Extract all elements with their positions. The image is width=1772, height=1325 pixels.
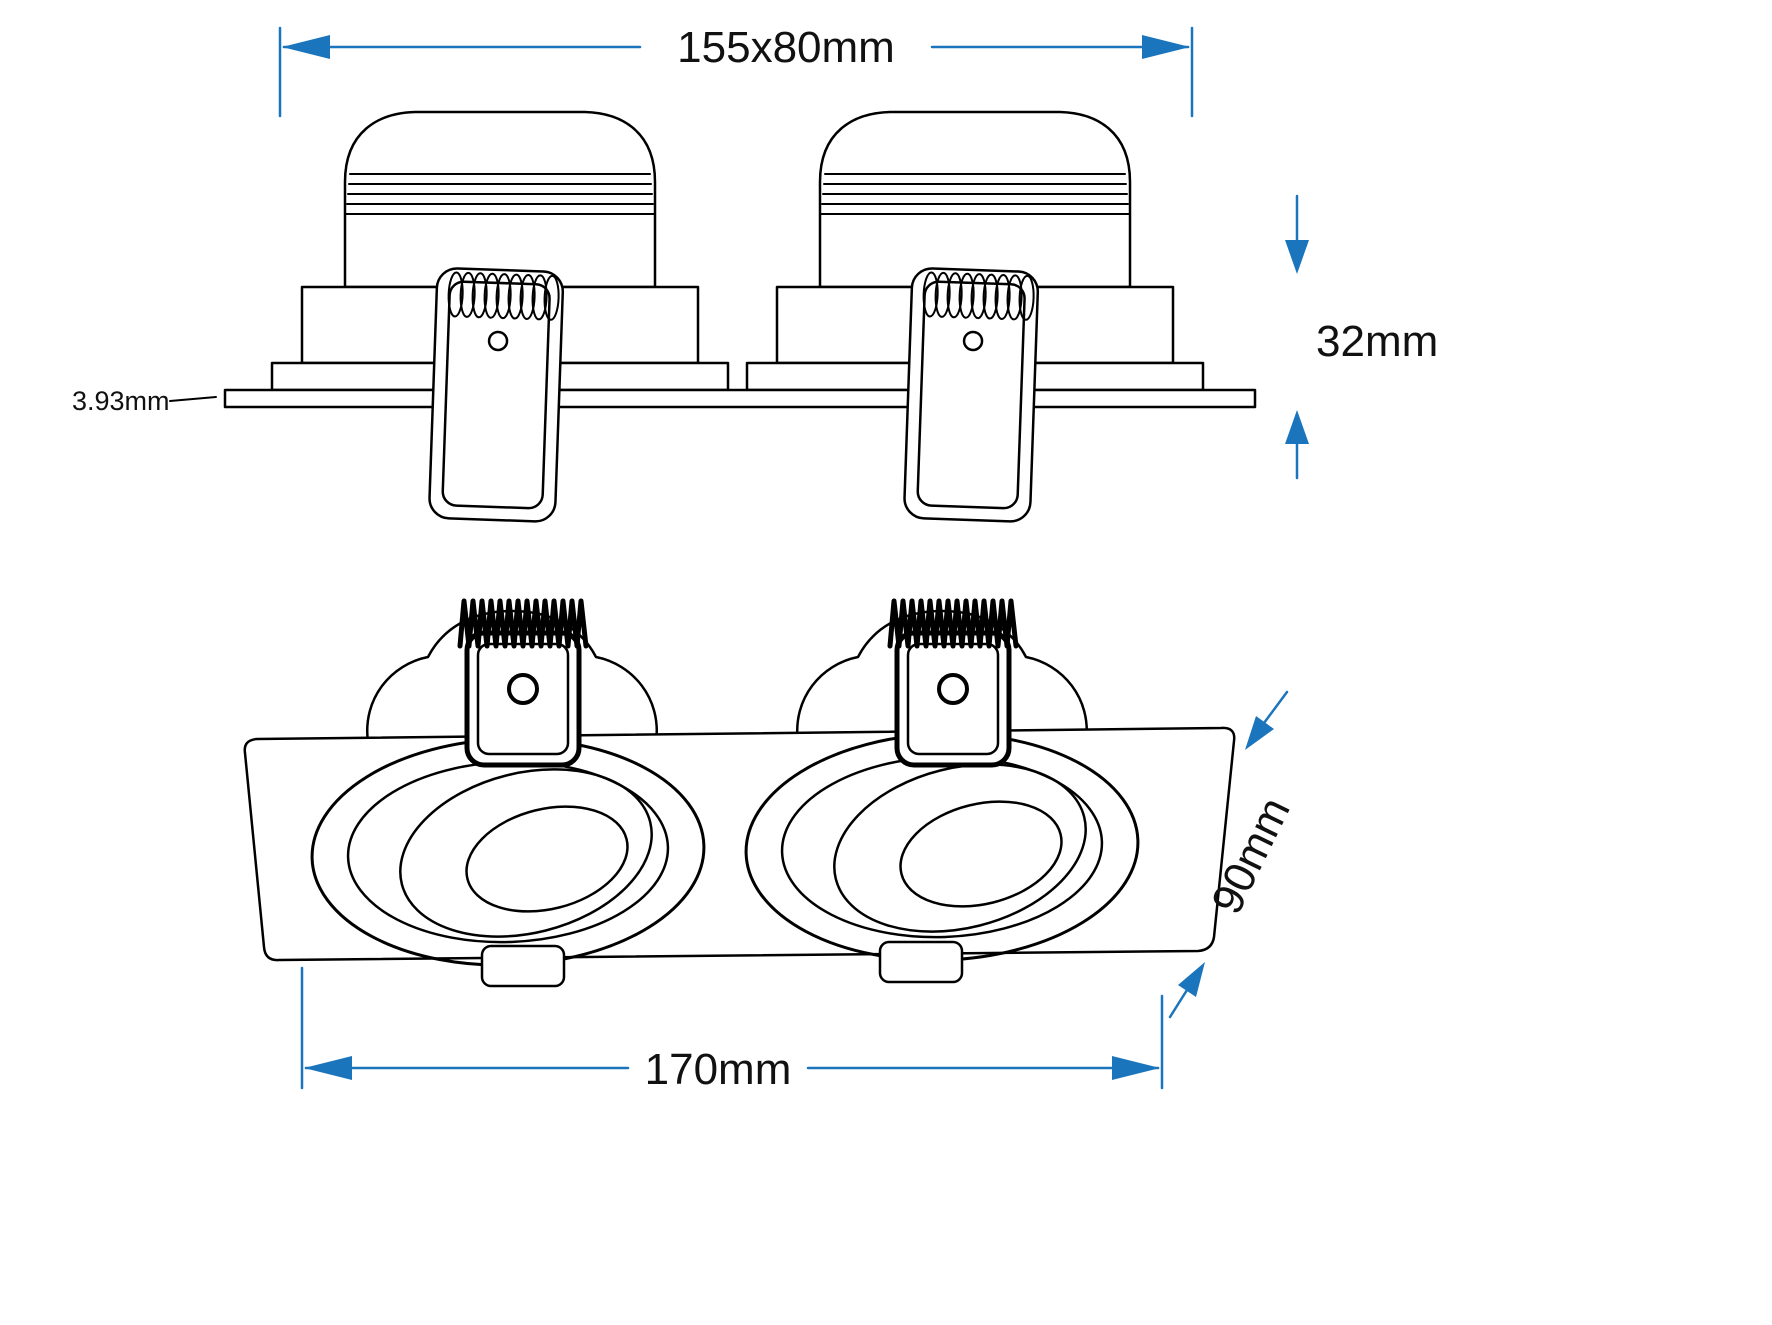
- spring-clip-plan-right: [890, 601, 1016, 765]
- dimension-plate-thickness: 3.93mm: [72, 386, 217, 416]
- spring-clip-side-right: [902, 266, 1040, 524]
- dimension-label-plate-thickness: 3.93mm: [72, 386, 170, 416]
- arrowhead-upper: [1245, 716, 1274, 750]
- connector-tab: [480, 944, 566, 988]
- plan-view: [243, 598, 1236, 988]
- arrowhead-down: [1285, 240, 1309, 274]
- dimension-cutout: 155x80mm: [278, 23, 1194, 118]
- side-view: [223, 110, 1257, 524]
- lens: [465, 805, 629, 913]
- clip-screw-hole: [487, 330, 509, 352]
- gimbal-ring: [399, 768, 653, 938]
- dimension-label-height: 32mm: [1316, 317, 1438, 366]
- spring-coil-plan: [457, 598, 589, 649]
- arrowhead-right: [1142, 35, 1190, 59]
- clip-strap-inner: [441, 280, 551, 510]
- mounting-plate: [223, 388, 1257, 409]
- clip-strap-plan-outer: [464, 630, 582, 768]
- dimension-height: 32mm: [1285, 194, 1438, 480]
- arrowhead-up: [1285, 410, 1309, 444]
- dome-ribs: [345, 173, 655, 215]
- connector-tab-right: [878, 940, 964, 984]
- dimension-label-cutout: 155x80mm: [677, 23, 895, 72]
- arrowhead-right: [1112, 1056, 1160, 1080]
- lamp-dome: [343, 110, 657, 289]
- arrowhead-left: [304, 1056, 352, 1080]
- clip-strap-outer: [428, 267, 565, 523]
- clip-screw-hole-plan: [507, 673, 539, 705]
- spring-clip-plan: [457, 598, 589, 768]
- arrowhead-left: [282, 35, 330, 59]
- dimension-label-width: 170mm: [645, 1045, 792, 1094]
- fixture-frame: [243, 726, 1236, 962]
- dimension-width: 170mm: [300, 966, 1164, 1094]
- spring-clip-side: [428, 267, 565, 523]
- spring-coil-side: [447, 271, 560, 321]
- arrowhead-lower: [1178, 962, 1205, 997]
